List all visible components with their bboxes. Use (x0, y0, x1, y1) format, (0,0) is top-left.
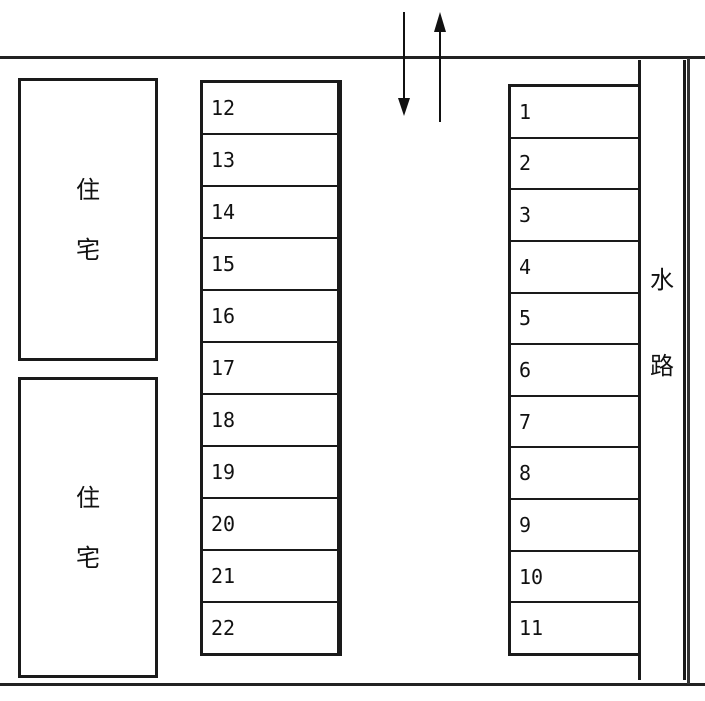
house-upper-char-1: 住 (76, 175, 100, 204)
arrow-down-icon (398, 12, 410, 116)
space-number: 10 (519, 564, 544, 589)
parking-space-7[interactable]: 7 (511, 397, 639, 449)
parking-space-19[interactable]: 19 (203, 447, 339, 499)
parking-space-20[interactable]: 20 (203, 499, 339, 551)
parking-space-11[interactable]: 11 (511, 603, 639, 653)
parking-column-right: 1 2 3 4 5 6 7 8 9 10 11 (508, 84, 642, 656)
parking-space-17[interactable]: 17 (203, 343, 339, 395)
parking-space-8[interactable]: 8 (511, 448, 639, 501)
parking-space-12[interactable]: 12 (203, 83, 339, 135)
space-number: 19 (211, 460, 236, 484)
waterway-char-1: 水 (650, 266, 674, 294)
parking-space-9[interactable]: 9 (511, 500, 639, 552)
house-upper: 住 宅 (18, 78, 158, 361)
space-number: 13 (211, 148, 236, 172)
parking-space-1[interactable]: 1 (511, 87, 639, 139)
parking-space-3[interactable]: 3 (511, 190, 639, 242)
parking-space-10[interactable]: 10 (511, 552, 639, 604)
parking-lot-boundary (0, 56, 705, 686)
space-number: 4 (519, 254, 532, 279)
space-number: 17 (211, 356, 236, 380)
space-number: 8 (519, 461, 532, 486)
parking-space-2[interactable]: 2 (511, 139, 639, 191)
parking-space-6[interactable]: 6 (511, 345, 639, 397)
parking-space-16[interactable]: 16 (203, 291, 339, 343)
parking-space-15[interactable]: 15 (203, 239, 339, 291)
parking-space-22[interactable]: 22 (203, 603, 339, 653)
house-lower-char-2: 宅 (76, 543, 100, 572)
space-number: 5 (519, 306, 532, 331)
space-number: 18 (211, 408, 236, 432)
parking-space-21[interactable]: 21 (203, 551, 339, 603)
parking-column-left: 12 13 14 15 16 17 18 19 20 21 22 (200, 80, 342, 656)
house-upper-char-2: 宅 (76, 235, 100, 264)
space-number: 1 (519, 99, 532, 124)
space-number: 11 (519, 616, 544, 641)
entrance-arrows (398, 12, 446, 122)
space-number: 7 (519, 409, 532, 434)
space-number: 22 (211, 616, 236, 640)
parking-space-13[interactable]: 13 (203, 135, 339, 187)
space-number: 2 (519, 151, 532, 176)
space-number: 20 (211, 512, 236, 536)
space-number: 21 (211, 564, 236, 588)
space-number: 6 (519, 358, 532, 383)
parking-space-14[interactable]: 14 (203, 187, 339, 239)
waterway: 水 路 (638, 60, 686, 680)
arrow-up-icon (434, 12, 446, 122)
parking-space-18[interactable]: 18 (203, 395, 339, 447)
parking-space-4[interactable]: 4 (511, 242, 639, 294)
space-number: 16 (211, 304, 236, 328)
space-number: 15 (211, 252, 236, 276)
space-number: 3 (519, 203, 532, 228)
parking-space-5[interactable]: 5 (511, 294, 639, 346)
space-number: 9 (519, 512, 532, 537)
waterway-char-2: 路 (650, 352, 674, 380)
house-lower: 住 宅 (18, 377, 158, 678)
lot-right-edge (687, 58, 690, 684)
house-lower-char-1: 住 (76, 483, 100, 512)
space-number: 12 (211, 96, 236, 120)
space-number: 14 (211, 200, 236, 224)
